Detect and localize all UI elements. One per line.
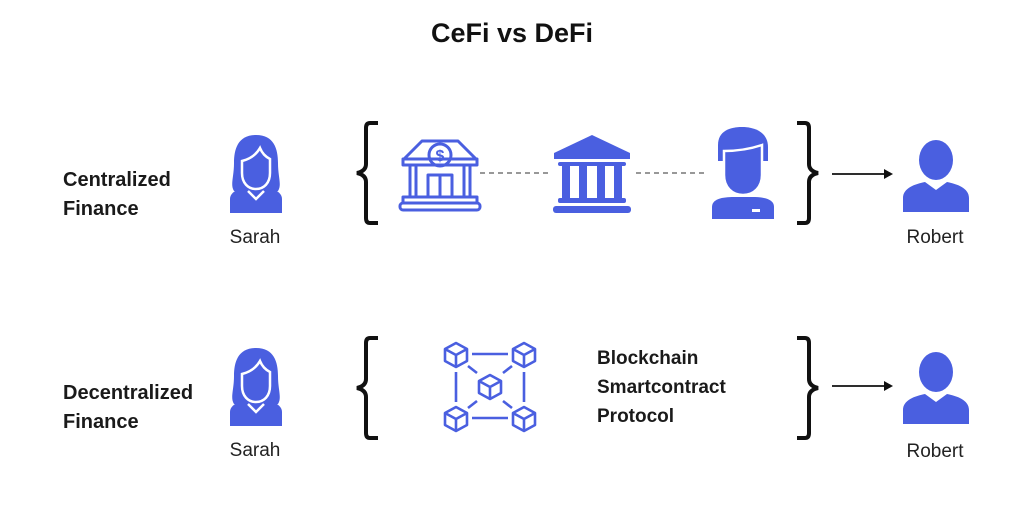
cefi-label-line2: Finance bbox=[63, 198, 139, 220]
cefi-label-line1: Centralized bbox=[63, 169, 171, 191]
defi-receiver-name: Robert bbox=[906, 441, 964, 462]
dashed-connector bbox=[480, 172, 550, 174]
defi-label: Decentralized Finance bbox=[63, 379, 193, 437]
right-brace-icon bbox=[797, 121, 819, 225]
svg-text:$: $ bbox=[436, 148, 445, 165]
defi-label-line2: Finance bbox=[63, 411, 139, 433]
protocol-line-blockchain: Blockchain bbox=[597, 348, 699, 369]
protocol-text: Blockchain Smartcontract Protocol bbox=[597, 344, 726, 431]
bank-icon: $ bbox=[398, 139, 482, 212]
woman-user-icon bbox=[230, 348, 282, 426]
blockchain-network-icon bbox=[443, 341, 537, 433]
cefi-receiver-name: Robert bbox=[906, 227, 964, 248]
arrow-right-icon bbox=[832, 381, 893, 391]
left-brace-icon bbox=[356, 121, 378, 225]
woman-user-icon bbox=[230, 135, 282, 213]
left-brace-icon bbox=[356, 336, 378, 440]
diagram-title: CeFi vs DeFi bbox=[430, 18, 594, 48]
cefi-sender-name: Sarah bbox=[229, 227, 281, 248]
institution-icon bbox=[553, 135, 631, 213]
defi-label-line1: Decentralized bbox=[63, 382, 194, 404]
man-user-icon bbox=[903, 352, 969, 424]
cefi-label: Centralized Finance bbox=[63, 166, 171, 224]
banker-icon bbox=[712, 127, 774, 219]
protocol-line-smartcontract: Smartcontract bbox=[597, 377, 726, 398]
right-brace-icon bbox=[797, 336, 819, 440]
protocol-line-protocol: Protocol bbox=[597, 406, 675, 427]
defi-sender-name: Sarah bbox=[229, 440, 281, 461]
arrow-right-icon bbox=[832, 169, 893, 179]
man-user-icon bbox=[903, 140, 969, 212]
dashed-connector bbox=[636, 172, 706, 174]
